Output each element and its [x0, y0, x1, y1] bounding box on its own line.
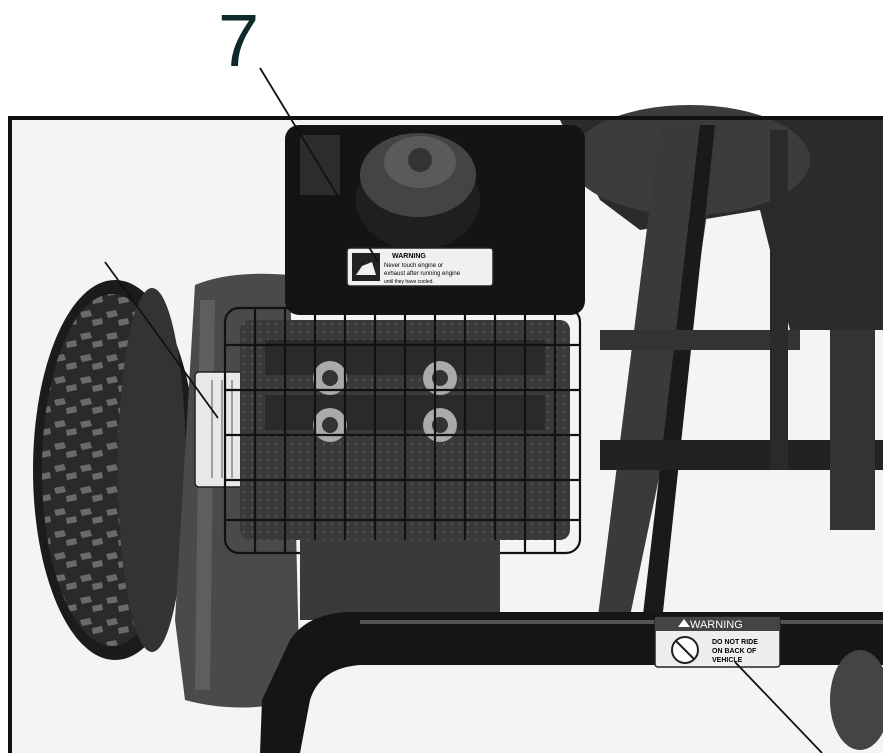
- no-riding-icon: [675, 640, 695, 660]
- frame-post: [770, 130, 788, 470]
- engine-warning-sticker: WARNING Never touch engine or exhaust af…: [346, 247, 494, 287]
- bumper-warning-sticker: WARNING DO NOT RIDE ON BACK OF VEHICLE: [654, 616, 781, 668]
- photo-frame-border: [8, 116, 883, 753]
- filter-bolts: [313, 361, 457, 442]
- leader-line-8: [104, 261, 219, 419]
- warning-triangle-icon: [678, 619, 690, 627]
- fuel-cap: [356, 133, 480, 250]
- callout-number-7: 7: [218, 0, 260, 82]
- wire-guard-cage: [223, 306, 582, 555]
- bumper-warning-line: DO NOT RIDE: [712, 639, 758, 646]
- engine-warning-line: exhaust after running engine: [384, 271, 461, 277]
- bumper-warning-header: WARNING: [690, 619, 743, 631]
- frame-post: [830, 330, 875, 530]
- bumper-warning-line: VEHICLE: [712, 657, 743, 664]
- right-wheel: [830, 650, 883, 750]
- leader-line-7: [259, 67, 379, 263]
- engine-warning-line: until they have cooled.: [384, 279, 434, 285]
- cross-tube: [600, 330, 800, 350]
- leader-line-bottom: [734, 661, 823, 753]
- handle-bar-shadow: [640, 125, 715, 640]
- tire: [33, 280, 197, 660]
- engine-warning-header: WARNING: [392, 253, 426, 260]
- bumper-warning-line: ON BACK OF: [712, 648, 757, 655]
- hot-surface-icon: [356, 262, 376, 275]
- engine-lower-block: [300, 540, 500, 620]
- engine-warning-line: Never touch engine or: [384, 263, 443, 269]
